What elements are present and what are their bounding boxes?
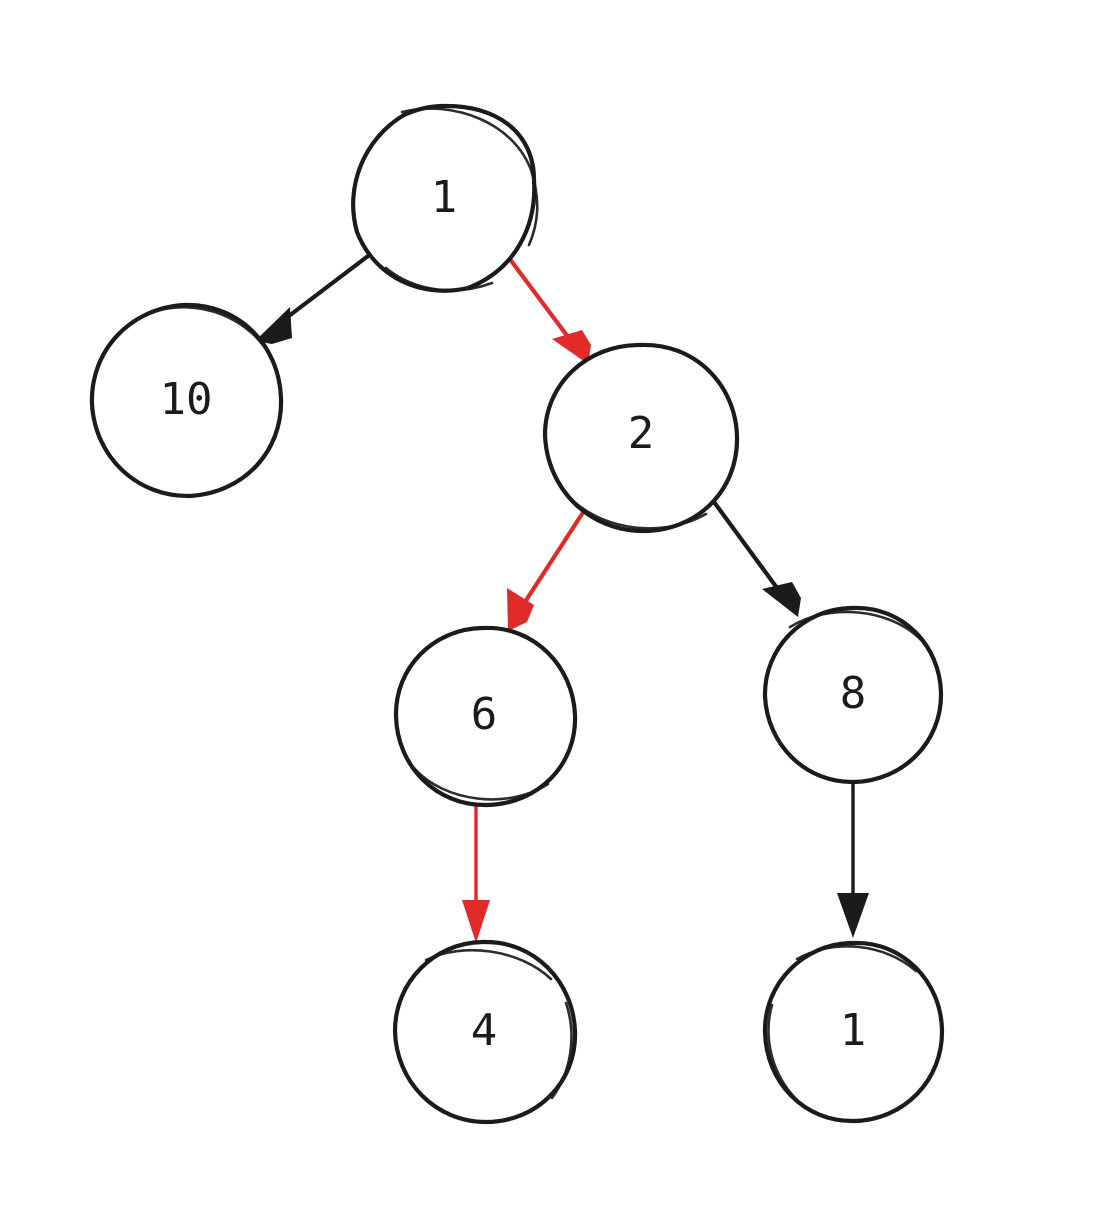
edge-2-to-6-arrowhead xyxy=(507,588,534,631)
node-10-circle-echo xyxy=(148,305,274,362)
node-8-label: 8 xyxy=(840,668,867,719)
node-4-circle xyxy=(392,939,578,1125)
node-1-leaf-circle xyxy=(762,940,945,1124)
node-1-leaf-label: 1 xyxy=(840,1005,867,1056)
edge-6-to-4[interactable] xyxy=(462,802,490,943)
edges-layer xyxy=(255,253,869,943)
edge-1-to-2[interactable] xyxy=(506,255,591,364)
node-4[interactable]: 4 xyxy=(392,939,578,1125)
node-2-circle-echo xyxy=(570,498,708,530)
edge-2-to-6-line xyxy=(520,511,585,608)
node-4-circle-echo xyxy=(424,948,553,981)
edge-2-to-8[interactable] xyxy=(711,499,801,617)
edge-6-to-4-arrowhead xyxy=(462,900,490,943)
node-1-leaf-circle-echo2 xyxy=(795,945,918,973)
edge-1-to-10-arrowhead xyxy=(255,307,292,344)
edge-8-to-1[interactable] xyxy=(837,781,869,938)
node-6-circle xyxy=(393,625,578,808)
edge-1-to-2-line xyxy=(506,255,574,344)
node-4-circle-echo2 xyxy=(550,1001,573,1100)
node-1-root-circle xyxy=(351,103,537,293)
node-2-circle xyxy=(542,342,740,534)
node-8-circle xyxy=(762,605,944,785)
node-2-label: 2 xyxy=(628,408,655,459)
edge-1-to-10-line xyxy=(274,253,371,328)
node-6[interactable]: 6 xyxy=(393,625,578,808)
node-6-label: 6 xyxy=(471,689,498,740)
node-1-root-circle-echo xyxy=(400,107,539,247)
node-4-label: 4 xyxy=(471,1005,498,1056)
node-8[interactable]: 8 xyxy=(762,605,944,785)
node-10[interactable]: 10 xyxy=(89,302,284,499)
edge-8-to-1-arrowhead xyxy=(837,893,869,938)
node-10-label: 10 xyxy=(160,374,213,425)
node-6-circle-echo xyxy=(412,766,550,801)
node-1-root-circle-echo2 xyxy=(384,266,494,292)
node-1-leaf-circle-echo xyxy=(767,1003,811,1112)
edge-2-to-8-arrowhead xyxy=(762,582,801,617)
edge-2-to-6[interactable] xyxy=(507,511,585,631)
node-1-leaf[interactable]: 1 xyxy=(762,940,945,1124)
node-1-root-label: 1 xyxy=(431,172,458,223)
node-8-circle-echo xyxy=(788,610,923,642)
node-1-root[interactable]: 1 xyxy=(351,103,539,293)
edge-1-to-2-arrowhead xyxy=(552,330,591,364)
edge-2-to-8-line xyxy=(711,499,783,595)
node-2[interactable]: 2 xyxy=(542,342,740,534)
edge-1-to-10[interactable] xyxy=(255,253,371,344)
nodes-layer: 1 10 2 6 xyxy=(89,103,945,1125)
